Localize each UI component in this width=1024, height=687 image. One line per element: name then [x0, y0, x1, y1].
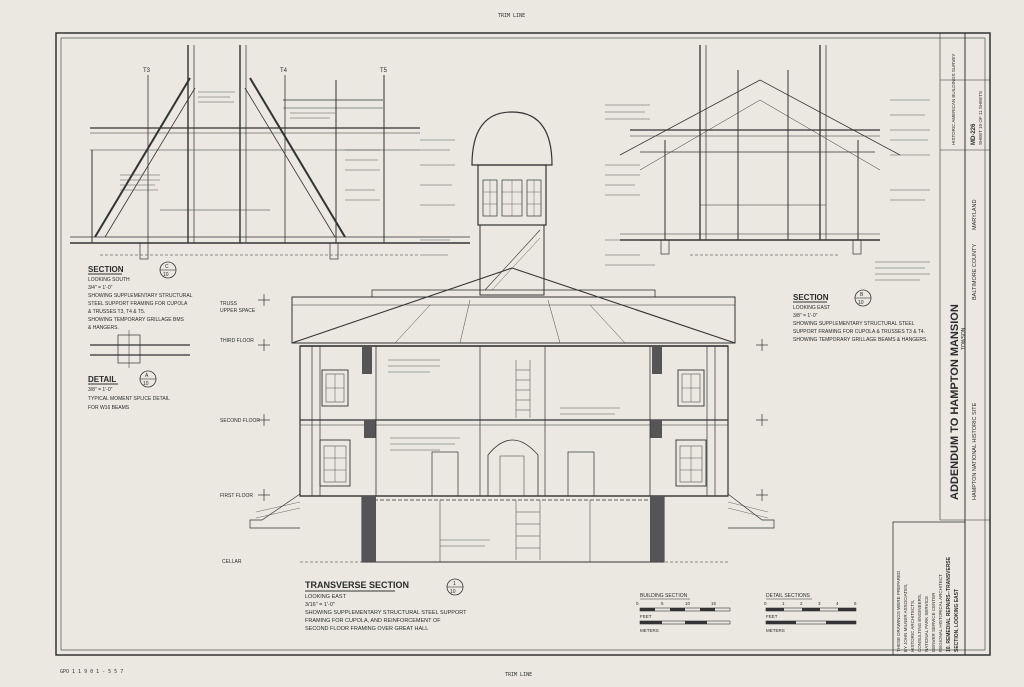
credit-line-6: DENVER SERVICE CENTER	[931, 592, 936, 652]
detail-scale-title: DETAIL SECTIONS	[766, 593, 811, 599]
section-right-ref-num: B	[860, 292, 864, 298]
section-left-drawing: T3 T4 T5	[70, 45, 470, 260]
credit-line-2: BY JOHN MILNER ASSOCIATES,	[903, 584, 908, 652]
detail-scale-feet: FEET	[766, 614, 778, 619]
detail-title: DETAIL	[88, 375, 116, 384]
detail-tick-4: 4	[836, 601, 839, 606]
section-left-ref-sheet: 10	[163, 272, 169, 278]
detail-scale-bar: DETAIL SECTIONS 0 1 2 3 4 5 FEET METERS	[764, 593, 857, 633]
transverse-scale: 3/16" = 1'-0"	[305, 602, 335, 608]
detail-title-block: DETAIL A 10 3/8" = 1'-0" TYPICAL MOMENT …	[88, 370, 170, 411]
trim-line-bottom: TRIM LINE	[505, 672, 532, 678]
section-left-note-4: SHOWING TEMPORARY GRILLAGE BMS	[88, 317, 185, 323]
section-right-ref-sheet: 10	[858, 300, 864, 306]
section-right-note-1: SHOWING SUPPLEMENTARY STRUCTURAL STEEL	[793, 321, 915, 327]
detail-tick-0: 0	[764, 601, 767, 606]
transverse-looking: LOOKING EAST	[305, 594, 347, 600]
county: BALTIMORE COUNTY	[972, 244, 978, 300]
section-left-ref-num: C	[165, 264, 169, 270]
credit-line-3: HISTORIC ARCHITECTS,	[910, 600, 915, 652]
sheet-number: SHEET 10 OF 11 SHEETS	[978, 91, 983, 145]
credit-line-1: THESE DRAWINGS WERE PREPARED	[896, 570, 901, 652]
section-left-looking: LOOKING SOUTH	[88, 277, 130, 283]
main-title: ADDENDUM TO HAMPTON MANSION	[949, 304, 961, 500]
truss-label-t5: T5	[380, 68, 388, 74]
sheet-title-1: 10. REMEDIAL REPAIRS--TRANSVERSE	[946, 556, 952, 652]
transverse-note-3: SECOND FLOOR FRAMING OVER GREAT HALL	[305, 626, 428, 632]
sheet-title-2: SECTION, LOOKING EAST	[954, 589, 960, 652]
section-right-note-3: SHOWING TEMPORARY GRILLAGE BEAMS & HANGE…	[793, 337, 928, 343]
sheet-border	[55, 32, 991, 656]
transverse-title-block: TRANSVERSE SECTION 1 10 LOOKING EAST 3/1…	[305, 578, 467, 632]
building-scale-feet: FEET	[640, 614, 652, 619]
title-block: ADDENDUM TO HAMPTON MANSION HAMPTON NATI…	[892, 33, 990, 656]
detail-tick-2: 2	[800, 601, 803, 606]
section-right-looking: LOOKING EAST	[793, 305, 830, 311]
transverse-section-drawing	[249, 111, 775, 563]
subtitle: HAMPTON NATIONAL HISTORIC SITE	[972, 402, 978, 500]
section-left-scale: 3/4" = 1'-0"	[88, 285, 113, 291]
splice-detail-drawing	[90, 330, 190, 368]
detail-scale-meters: METERS	[766, 628, 785, 633]
building-tick-1: 5	[661, 601, 664, 606]
detail-tick-5: 5	[854, 601, 857, 606]
detail-scale: 3/8" = 1'-0"	[88, 387, 113, 393]
credit-line-5: NATIONAL PARK SERVICE	[924, 596, 929, 652]
label-third-floor: THIRD FLOOR	[220, 338, 254, 344]
transverse-ref-num: 1	[453, 581, 456, 587]
detail-tick-3: 3	[818, 601, 821, 606]
detail-ref-num: A	[145, 373, 149, 379]
credits-box	[892, 521, 966, 656]
truss-label-t3: T3	[143, 68, 151, 74]
survey-name: HISTORIC AMERICAN BUILDINGS SURVEY	[951, 54, 956, 145]
label-truss: TRUSS	[220, 301, 238, 307]
transverse-note-1: SHOWING SUPPLEMENTARY STRUCTURAL STEEL S…	[305, 610, 467, 616]
label-second-floor: SECOND FLOOR	[220, 418, 260, 424]
label-first-floor: FIRST FLOOR	[220, 493, 253, 499]
section-right-title: SECTION	[793, 293, 829, 302]
survey-number: MD-226	[971, 123, 977, 145]
section-right-note-2: SUPPORT FRAMING FOR CUPOLA & TRUSSES T3 …	[793, 329, 925, 335]
building-scale-meters: METERS	[640, 628, 659, 633]
transverse-ref-sheet: 10	[450, 589, 456, 595]
credit-line-4: CONSULTING ENGINEERS,	[917, 594, 922, 652]
detail-ref-sheet: 10	[143, 381, 149, 387]
detail-tick-1: 1	[782, 601, 785, 606]
building-tick-3: 15	[711, 601, 717, 606]
truss-label-t4: T4	[280, 68, 288, 74]
section-right-drawing	[605, 45, 930, 281]
section-left-note-1: SHOWING SUPPLEMENTARY STRUCTURAL	[88, 293, 193, 299]
building-tick-0: 0	[636, 601, 639, 606]
section-left-title-block: SECTION C 10 LOOKING SOUTH 3/4" = 1'-0" …	[88, 261, 193, 331]
label-upper-space: UPPER SPACE	[220, 308, 256, 314]
section-left-note-2: STEEL SUPPORT FRAMING FOR CUPOLA	[88, 301, 188, 307]
transverse-title: TRANSVERSE SECTION	[305, 580, 409, 590]
building-scale-title: BUILDING SECTION	[640, 593, 688, 599]
section-right-scale: 3/8" = 1'-0"	[793, 313, 818, 319]
section-left-note-5: & HANGERS.	[88, 325, 119, 331]
detail-note-2: FOR W16 BEAMS	[88, 405, 130, 411]
credit-line-7: REGIONAL HISTORICAL ARCHITECT	[938, 574, 943, 652]
trim-line-top: TRIM LINE	[498, 13, 525, 19]
section-left-note-3: & TRUSSES T3, T4 & T5.	[88, 309, 145, 315]
transverse-note-2: FRAMING FOR CUPOLA, AND REINFORCEMENT OF	[305, 618, 441, 624]
building-tick-2: 10	[685, 601, 691, 606]
section-left-title: SECTION	[88, 265, 124, 274]
building-scale-bar: BUILDING SECTION 0 5 10 15 FEET METERS	[636, 593, 731, 633]
label-cellar: CELLAR	[222, 559, 242, 565]
city: TOWSON	[961, 327, 967, 350]
state: MARYLAND	[972, 200, 978, 230]
section-right-title-block: SECTION B 10 LOOKING EAST 3/8" = 1'-0" S…	[793, 289, 928, 343]
detail-note-1: TYPICAL MOMENT SPLICE DETAIL	[88, 396, 170, 402]
gpo-note: GPO 1 1 9 0 1 - 5 5 7	[60, 669, 123, 675]
